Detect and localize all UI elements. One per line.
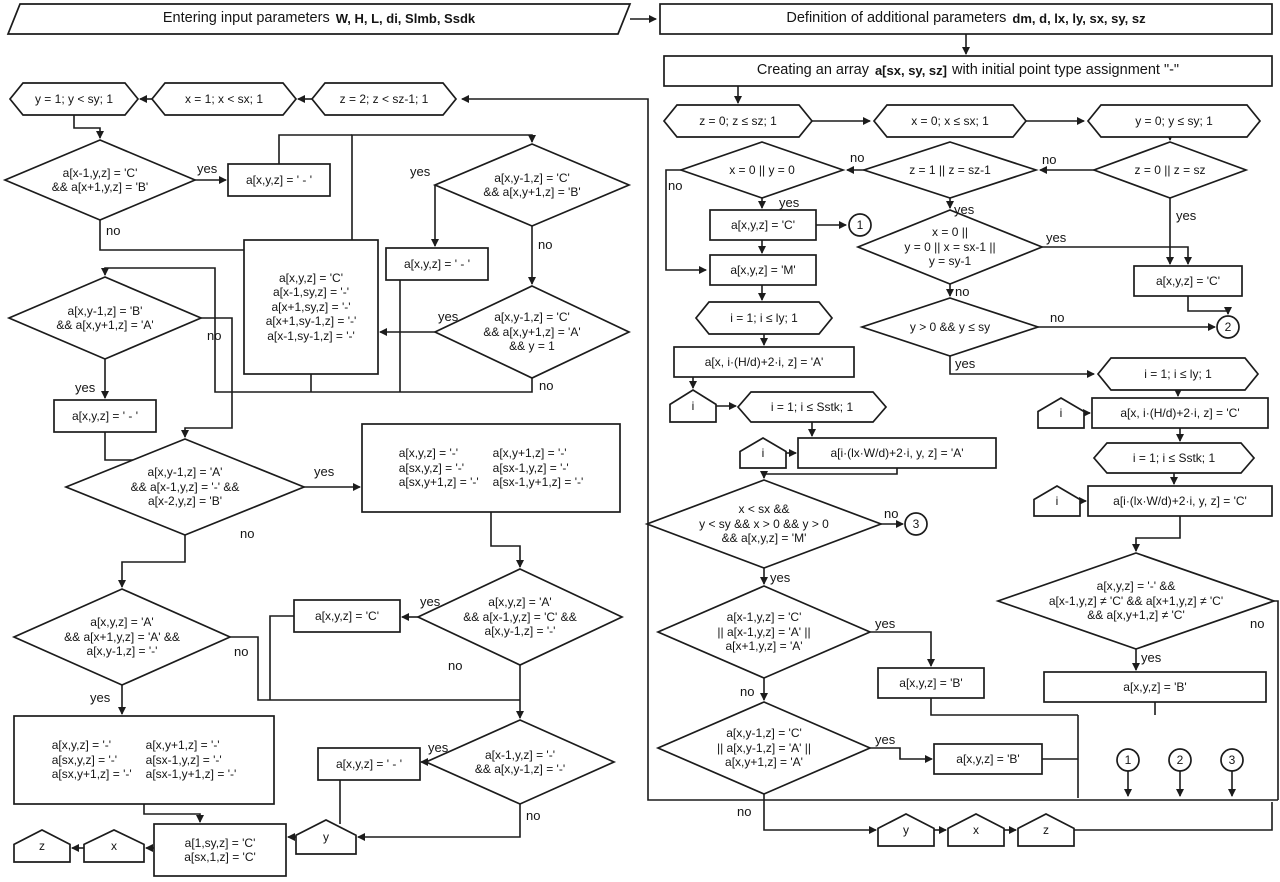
set-c-1-shape xyxy=(293,599,401,633)
loop-i-sstk-2-shape xyxy=(1092,442,1256,474)
loop-i-sstk-1-shape xyxy=(736,391,888,423)
decision-a-a-dash-shape xyxy=(11,588,233,686)
loop-end-z-left-shape xyxy=(13,829,71,863)
decision-dash-dash-shape xyxy=(423,719,617,805)
loop-end-y-left-shape xyxy=(295,819,357,855)
connector-line xyxy=(1187,296,1232,315)
loop-end-i-3-shape xyxy=(1037,397,1085,429)
create-array-box-shape xyxy=(663,55,1273,87)
loop-end-x-left-shape xyxy=(83,829,145,863)
connector-line xyxy=(461,95,1278,801)
loop-z2-shape xyxy=(310,82,458,116)
connector-line xyxy=(1074,802,1273,831)
connector-line xyxy=(665,169,707,274)
connector-1-top-shape xyxy=(848,213,872,237)
decision-a-dash-b-shape xyxy=(63,438,307,536)
set-c-multi-shape xyxy=(243,239,379,375)
set-dash-block-2-shape xyxy=(13,715,275,805)
loop-end-x-right-shape xyxy=(947,813,1005,847)
decision-not-c-shape xyxy=(995,552,1277,650)
loop-x1-shape xyxy=(150,82,298,116)
decision-x0-y0-shape xyxy=(678,141,846,199)
loop-i-ly-1-shape xyxy=(694,301,834,335)
connector-line xyxy=(269,615,294,700)
connector-line xyxy=(104,432,136,461)
loop-y0-shape xyxy=(1086,104,1262,138)
connector-line xyxy=(118,535,186,588)
decision-a-c-dash-shape xyxy=(416,568,624,666)
decision-y-range-shape xyxy=(859,297,1041,357)
set-m-shape xyxy=(709,254,817,286)
connector-line xyxy=(490,512,524,568)
set-a-rows-shape xyxy=(673,346,855,378)
connector-line xyxy=(1132,516,1181,552)
connector-line xyxy=(760,468,898,479)
decision-ca-y1-shape xyxy=(433,285,631,379)
set-c-right-2-shape xyxy=(1133,265,1243,297)
loop-x0-shape xyxy=(872,104,1028,138)
decision-neighbors-x-shape xyxy=(655,585,873,679)
connector-line xyxy=(763,794,877,834)
connector-line xyxy=(357,804,521,841)
loop-z0-shape xyxy=(662,104,814,138)
set-dash-4-shape xyxy=(317,747,421,781)
connector-line xyxy=(181,317,233,438)
start-banner-shape xyxy=(6,3,632,35)
decision-inner-m-shape xyxy=(644,479,884,569)
set-edge-c-shape xyxy=(153,823,287,877)
connector-1-bottom-shape xyxy=(1116,748,1140,772)
connector-2-bottom-shape xyxy=(1168,748,1192,772)
set-c-cols-shape xyxy=(1087,485,1273,517)
decision-z0-zsz-shape xyxy=(1091,141,1249,199)
set-c-rows-shape xyxy=(1091,397,1269,429)
set-a-cols-shape xyxy=(797,437,997,469)
connector-line xyxy=(1042,246,1192,265)
loop-y1-shape xyxy=(8,82,140,116)
connector-line xyxy=(73,115,104,139)
connector-line xyxy=(101,267,533,393)
decision-z1-zsz1-shape xyxy=(861,141,1039,199)
decision-cb-y-shape xyxy=(432,143,632,227)
set-dash-block-1-shape xyxy=(361,423,621,513)
loop-end-i-2-shape xyxy=(739,437,787,469)
loop-end-i-4-shape xyxy=(1033,485,1081,517)
connector-line xyxy=(143,804,204,823)
define-params-box-shape xyxy=(659,3,1273,35)
loop-end-z-right-shape xyxy=(1017,813,1075,847)
connector-3-mid-shape xyxy=(904,512,928,536)
connector-2-mid-shape xyxy=(1216,315,1240,339)
connector-line xyxy=(870,747,933,763)
decision-neighbors-y-shape xyxy=(655,701,873,795)
loop-i-ly-2-shape xyxy=(1096,357,1260,391)
connector-line xyxy=(949,356,1095,378)
loop-end-y-right-shape xyxy=(877,813,935,847)
decision-ba-shape xyxy=(6,276,204,360)
connector-line xyxy=(278,134,352,164)
connector-line xyxy=(1274,600,1279,800)
decision-cb-x-shape xyxy=(2,139,198,221)
set-dash-3-shape xyxy=(53,399,157,433)
set-b-3-shape xyxy=(1043,671,1267,703)
set-dash-1-shape xyxy=(227,163,331,197)
connector-line xyxy=(230,636,520,701)
loop-end-i-1-shape xyxy=(669,388,717,423)
set-dash-2-shape xyxy=(385,247,489,281)
connector-line xyxy=(870,631,935,667)
set-b-1-shape xyxy=(877,667,985,699)
connector-3-bottom-shape xyxy=(1220,748,1244,772)
set-c-right-1-shape xyxy=(709,209,817,241)
decision-border-shape xyxy=(855,209,1045,285)
connector-line xyxy=(99,134,536,251)
connector-line xyxy=(930,698,1078,716)
set-b-2-shape xyxy=(933,743,1043,775)
